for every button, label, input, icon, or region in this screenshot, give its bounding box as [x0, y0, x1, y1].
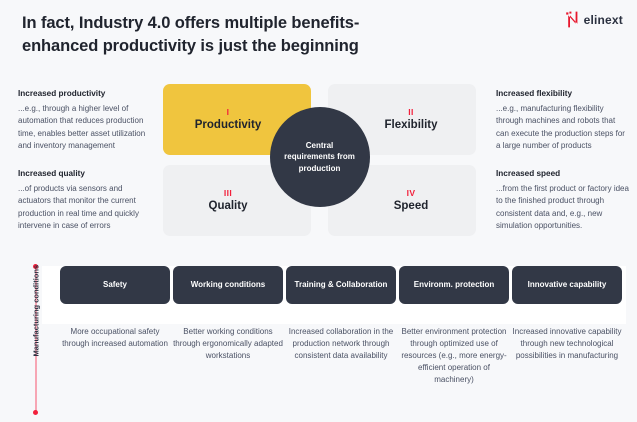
condition-card-description: More occupational safety through increas…	[62, 327, 168, 348]
benefit-body: ...e.g., manufacturing flexibility throu…	[496, 103, 625, 151]
condition-card-label: Environm. protection	[413, 279, 495, 289]
brand-logo: elinext	[565, 11, 623, 28]
condition-card[interactable]: Safety	[60, 266, 170, 304]
condition-card[interactable]: Innovative capability	[512, 266, 622, 304]
quadrant-numeral: I	[226, 106, 230, 117]
quadrant-label: Productivity	[194, 119, 262, 131]
condition-card-description: Better working conditions through ergono…	[173, 327, 283, 360]
condition-card[interactable]: Training & Collaboration	[286, 266, 396, 304]
manufacturing-conditions-section: Manufacturing conditions Safety More occ…	[0, 258, 637, 422]
quadrant-card-content: IV Speed	[393, 187, 429, 213]
benefit-body: ...of products via sensors and actuators…	[18, 183, 139, 231]
condition-column-working-conditions: Working conditions Better working condit…	[173, 266, 283, 362]
condition-column-innovative-capability: Innovative capability Increased innovati…	[512, 266, 622, 362]
page-title: In fact, Industry 4.0 offers multiple be…	[22, 12, 492, 59]
page-title-line-1: In fact, Industry 4.0 offers multiple be…	[22, 14, 360, 32]
quadrant-numeral: II	[408, 106, 414, 117]
quadrant-label: Flexibility	[384, 119, 438, 131]
condition-card-list: Safety More occupational safety through …	[42, 266, 626, 418]
elinext-n-mark-icon	[565, 11, 577, 28]
benefit-heading: Increased speed	[496, 169, 561, 178]
quadrant-grid: I Productivity II Flexibility III Qualit…	[163, 84, 476, 236]
benefit-text-quality: Increased quality ...of products via sen…	[18, 169, 151, 232]
page-title-line-2: enhanced productivity is just the beginn…	[22, 37, 359, 56]
quadrant-label: Speed	[393, 200, 429, 212]
condition-card[interactable]: Environm. protection	[399, 266, 509, 304]
benefit-body: ...from the first product or factory ide…	[496, 183, 629, 231]
quadrant-numeral: III	[223, 187, 233, 198]
condition-card-label: Training & Collaboration	[294, 279, 388, 289]
quadrant-card-content: II Flexibility	[384, 106, 438, 132]
condition-column-training-collaboration: Training & Collaboration Increased colla…	[286, 266, 396, 362]
quadrant-section: Increased productivity ...e.g., through …	[0, 84, 637, 249]
benefit-heading: Increased quality	[18, 169, 85, 178]
condition-column-safety: Safety More occupational safety through …	[60, 266, 170, 350]
condition-card-label: Safety	[102, 279, 127, 289]
benefit-text-speed: Increased speed ...from the first produc…	[496, 169, 629, 232]
condition-card-label: Innovative capability	[527, 279, 607, 289]
axis-dot-bottom-icon	[33, 410, 38, 415]
brand-logo-text: elinext	[583, 12, 623, 27]
condition-card[interactable]: Working conditions	[173, 266, 283, 304]
quadrant-card-content: III Quality	[208, 187, 248, 213]
benefit-heading: Increased productivity	[18, 89, 106, 98]
condition-card-description: Increased innovative capability through …	[512, 327, 622, 360]
axis-dot-top-icon	[33, 264, 38, 269]
condition-card-label: Working conditions	[190, 279, 266, 289]
page-header: In fact, Industry 4.0 offers multiple be…	[0, 0, 637, 62]
benefit-text-productivity: Increased productivity ...e.g., through …	[18, 89, 151, 152]
benefit-body: ...e.g., through a higher level of autom…	[18, 103, 146, 151]
quadrant-numeral: IV	[406, 187, 416, 198]
quadrant-card-content: I Productivity	[194, 106, 262, 132]
condition-card-description: Better environment protection through op…	[401, 327, 507, 384]
benefit-heading: Increased flexibility	[496, 89, 572, 98]
condition-card-description: Increased collaboration in the productio…	[288, 327, 394, 360]
manufacturing-conditions-axis: Manufacturing conditions	[22, 264, 50, 416]
center-circle-label: Central requirements from production	[284, 140, 355, 173]
axis-label: Manufacturing conditions	[31, 264, 41, 357]
quadrant-label: Quality	[208, 200, 248, 212]
condition-column-environm-protection: Environm. protection Better environment …	[399, 266, 509, 386]
benefit-text-flexibility: Increased flexibility ...e.g., manufactu…	[496, 89, 629, 152]
center-circle: Central requirements from production	[269, 107, 370, 207]
axis-line	[35, 266, 37, 414]
